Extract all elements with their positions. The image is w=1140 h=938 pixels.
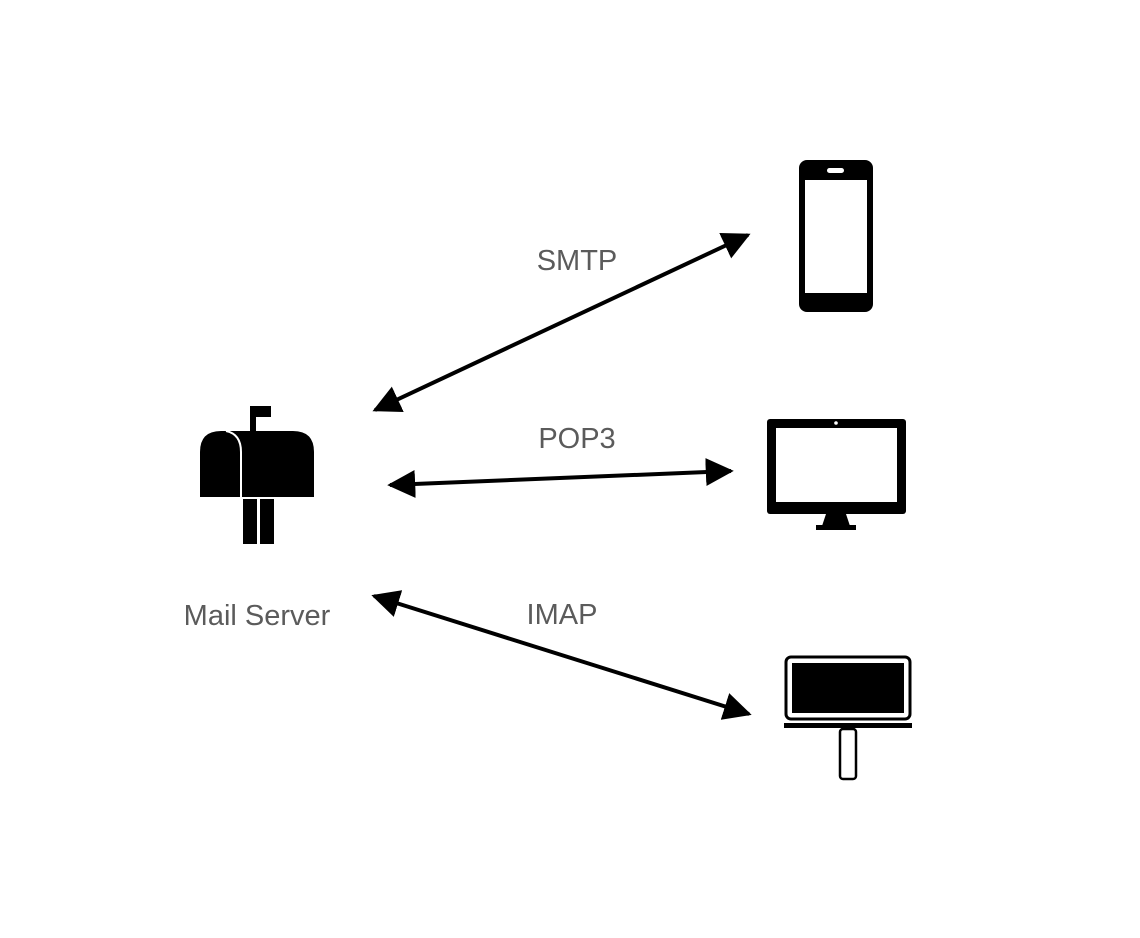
imap-label: IMAP xyxy=(527,599,598,631)
connection-pop3: POP3 xyxy=(387,423,734,498)
desktop-monitor-icon xyxy=(767,419,906,530)
smtp-arrow xyxy=(372,233,751,412)
connection-imap: IMAP xyxy=(371,590,752,720)
imap-arrow xyxy=(371,590,752,720)
pop3-label: POP3 xyxy=(538,423,615,455)
smtp-label: SMTP xyxy=(537,245,618,277)
laptop-icon xyxy=(784,655,912,781)
smartphone-icon xyxy=(799,160,873,312)
pop3-arrow xyxy=(387,458,734,498)
server-label: Mail Server xyxy=(184,600,331,632)
connection-smtp: SMTP xyxy=(372,233,751,412)
mailbox-icon xyxy=(200,406,314,544)
